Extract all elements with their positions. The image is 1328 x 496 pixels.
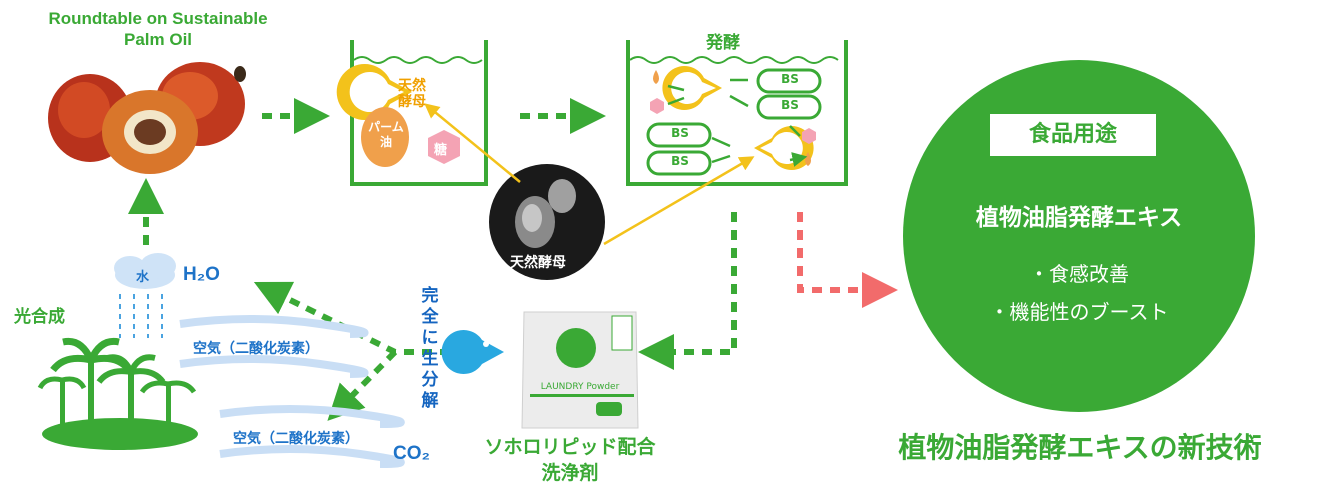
new-technology-title: 植物油脂発酵エキスの新技術	[898, 431, 1262, 464]
bacteria-label-4: BS	[671, 154, 689, 168]
fermentation-tank	[626, 40, 848, 186]
fermentation-title: 発酵	[706, 33, 740, 53]
arrow-biodegrade-to-co2	[327, 349, 398, 421]
food-use-badge: 食品用途	[990, 114, 1156, 156]
package-text: LAUNDRY Powder	[540, 382, 620, 392]
yeast-photo-label: 天然酵母	[510, 255, 566, 271]
bacteria-label-2: BS	[781, 98, 799, 112]
arrow-yeast-to-fermentation	[603, 156, 755, 246]
h2o-label: H₂O	[183, 264, 220, 285]
arrow-yeast-to-tank1	[424, 103, 521, 183]
product-package	[521, 311, 639, 429]
air-waves	[179, 315, 405, 468]
bullet-texture: ・食感改善	[1029, 262, 1129, 286]
product-name-line1: ソホロリピッド配合	[484, 436, 656, 458]
tank1-yeast-line2: 酵母	[398, 94, 426, 110]
tank-1	[336, 40, 488, 186]
palm-island-icon	[37, 337, 198, 450]
tank1-yeast-label: 天然 酵母	[398, 78, 426, 110]
cloud-icon	[114, 253, 176, 338]
rspo-line-1: Roundtable on Sustainable	[48, 9, 268, 28]
product-name-line2: 洗浄剤	[541, 462, 599, 484]
product-name: ソホロリピッド配合 洗浄剤	[455, 434, 685, 486]
tank1-palm-oil-label: パーム 油	[368, 120, 404, 149]
food-use-circle	[903, 60, 1255, 412]
yeast-photo	[489, 164, 605, 280]
water-label: 水	[136, 270, 150, 285]
bullet-function: ・機能性のブースト	[989, 300, 1169, 324]
rspo-title: Roundtable on Sustainable Palm Oil	[8, 8, 308, 50]
air-label-2: 空気（二酸化炭素）	[233, 431, 359, 447]
biodegrade-text: 完全に生分解	[421, 286, 439, 411]
bacteria-label-3: BS	[671, 126, 689, 140]
arrow-to-food-use	[797, 212, 898, 308]
photosynthesis-label: 光合成	[14, 307, 65, 327]
microbe-icon	[441, 330, 504, 374]
rspo-line-2: Palm Oil	[123, 30, 193, 49]
tank1-sugar-label: 糖	[434, 143, 448, 158]
extract-title: 植物油脂発酵エキス	[975, 205, 1183, 231]
palm-fruit-image	[48, 62, 246, 174]
bacteria-label-1: BS	[781, 72, 799, 86]
co2-label: CO₂	[393, 443, 430, 464]
air-label-1: 空気（二酸化炭素）	[193, 341, 319, 357]
arrow-fermentation-to-product	[638, 212, 737, 370]
tank1-yeast-line1: 天然	[398, 78, 426, 94]
